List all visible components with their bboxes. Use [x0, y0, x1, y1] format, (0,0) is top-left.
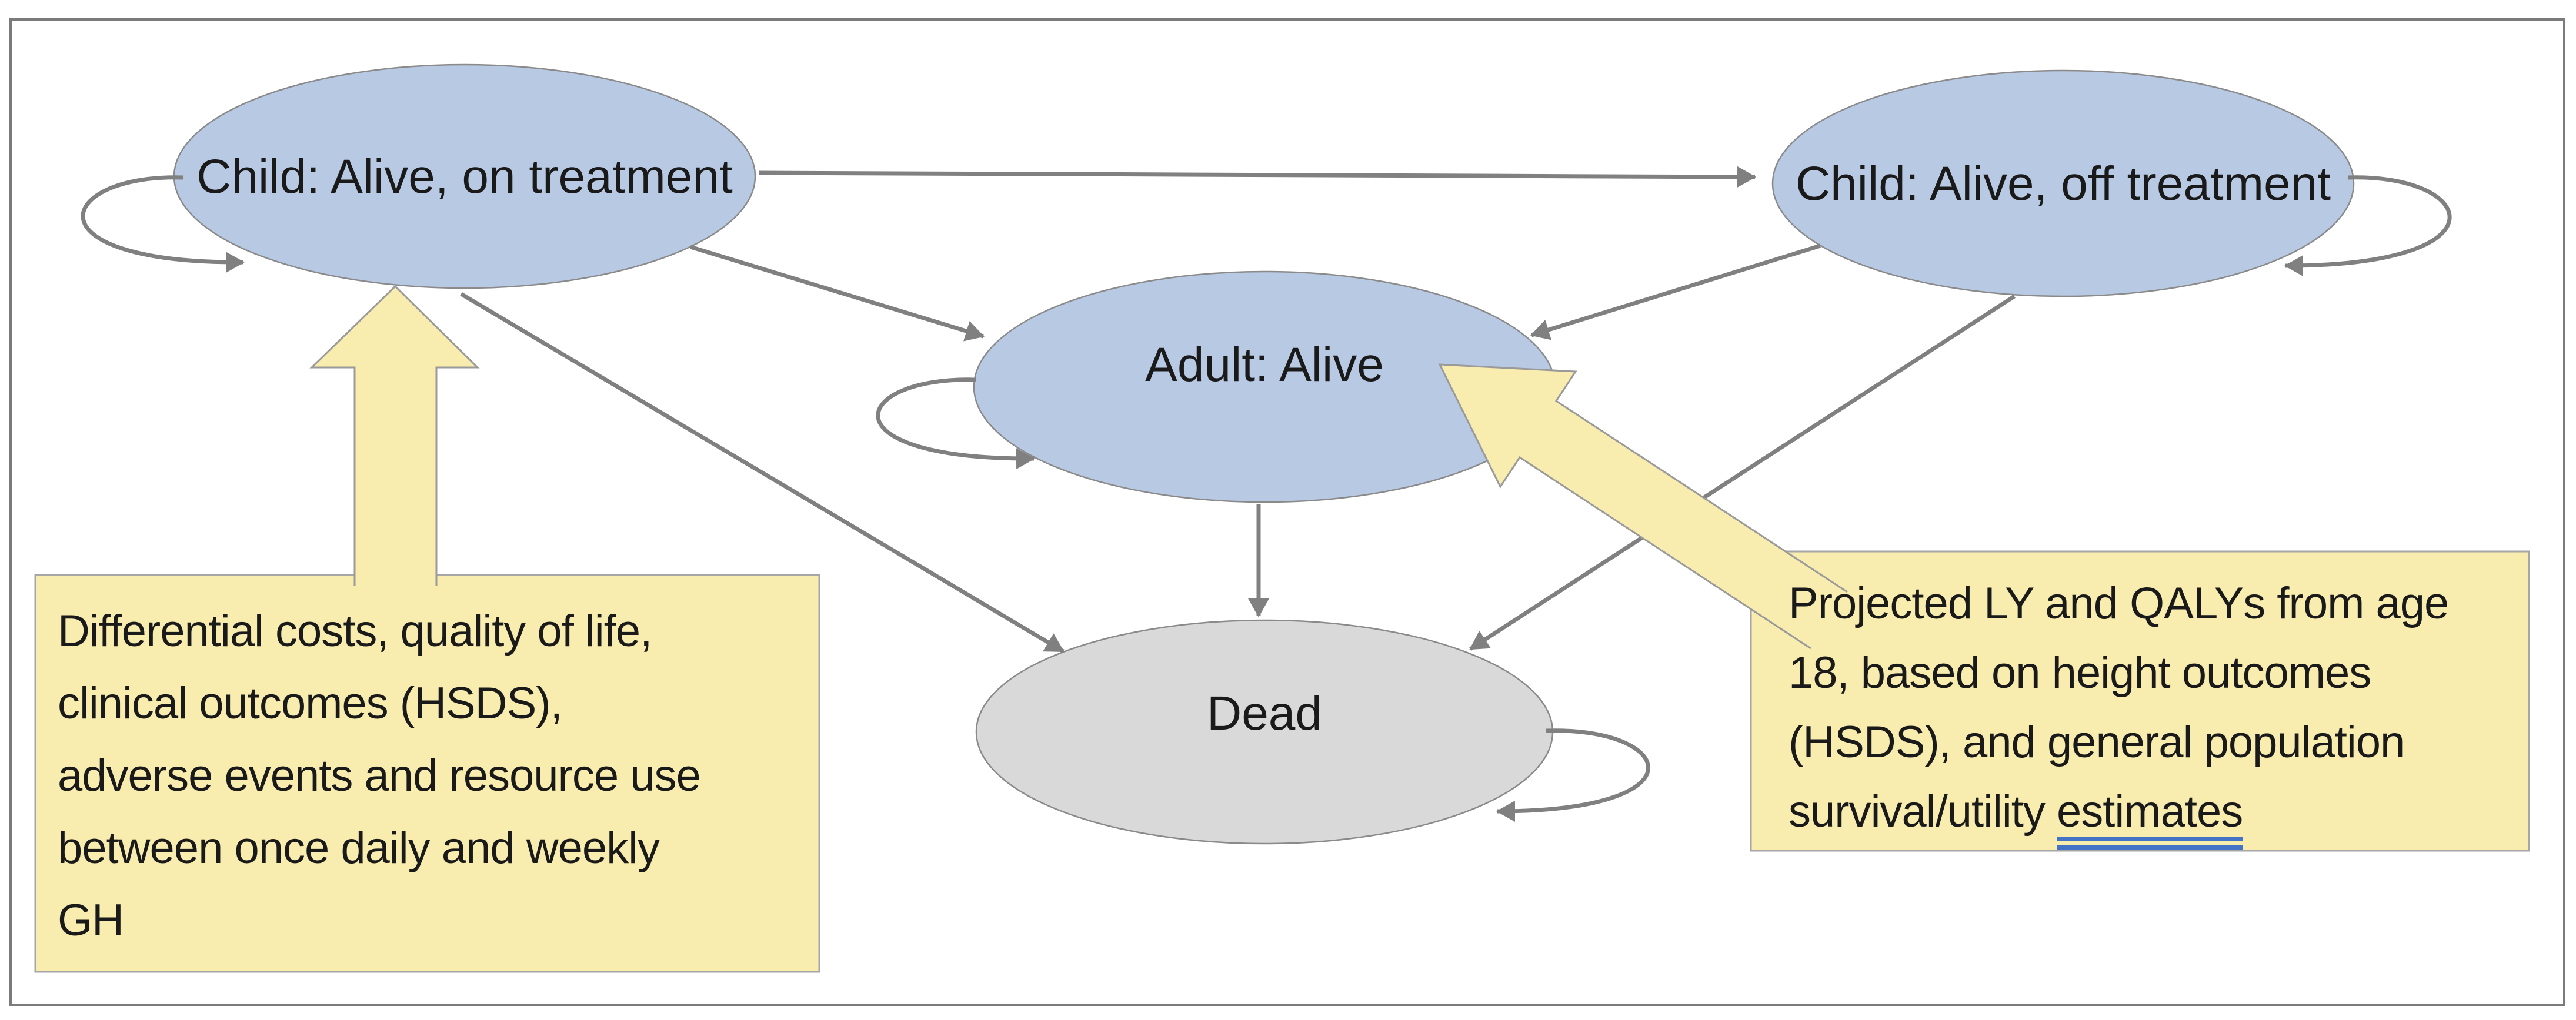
underlined-word: estimates: [2057, 787, 2243, 850]
left-note-line: Differential costs, quality of life,: [58, 606, 652, 656]
right-note-line: Projected LY and QALYs from age: [1788, 578, 2449, 628]
right-note-box: [1750, 550, 2530, 852]
edge-child-off-to-adult: [1530, 243, 1821, 340]
left-block-arrow-fill: [312, 286, 478, 588]
right-block-arrow-outline: [1438, 363, 1848, 650]
right-note-block-arrow: [1438, 363, 1848, 650]
state-ellipse-child-off-treatment: [1771, 69, 2355, 297]
right-note-line: 18, based on height outcomes: [1788, 648, 2371, 698]
left-note-line: GH: [58, 895, 124, 945]
figure-frame: [9, 18, 2565, 1006]
state-label-adult-alive: Adult: Alive: [1145, 337, 1384, 392]
right-block-arrow-fill: [1440, 364, 1847, 648]
edge-child-on-to-adult: [689, 245, 985, 342]
edge-child-off-to-dead: [1469, 295, 2016, 651]
right-note-text: Projected LY and QALYs from age 18, base…: [1751, 551, 2529, 851]
state-label-dead: Dead: [1206, 686, 1323, 740]
left-note-block-arrow: [309, 285, 480, 588]
left-note-text: Differential costs, quality of life, cli…: [35, 575, 819, 972]
right-note-last-line: survival/utility estimates: [1788, 777, 2517, 850]
edge-child-on-to-child-off: [758, 166, 1756, 188]
self-loop-adult-alive: [876, 377, 1035, 470]
self-loop-child-off-treatment: [2284, 175, 2452, 276]
right-note-line: (HSDS), and general population: [1788, 717, 2405, 767]
left-note-box: [34, 574, 820, 973]
self-loop-dead: [1496, 728, 1651, 822]
state-label-child-off-treatment: Child: Alive, off treatment: [1795, 156, 2331, 210]
left-note-line: adverse events and resource use: [58, 751, 701, 801]
self-loop-child-on-treatment: [81, 175, 245, 273]
left-note-line: clinical outcomes (HSDS),: [58, 678, 563, 728]
left-block-arrow-outline: [309, 285, 480, 586]
left-note-line: between once daily and weekly: [58, 823, 660, 873]
edge-child-on-to-dead: [460, 292, 1065, 654]
right-note-last-line-text: survival/utility: [1788, 787, 2057, 837]
state-label-child-on-treatment: Child: Alive, on treatment: [196, 149, 733, 203]
